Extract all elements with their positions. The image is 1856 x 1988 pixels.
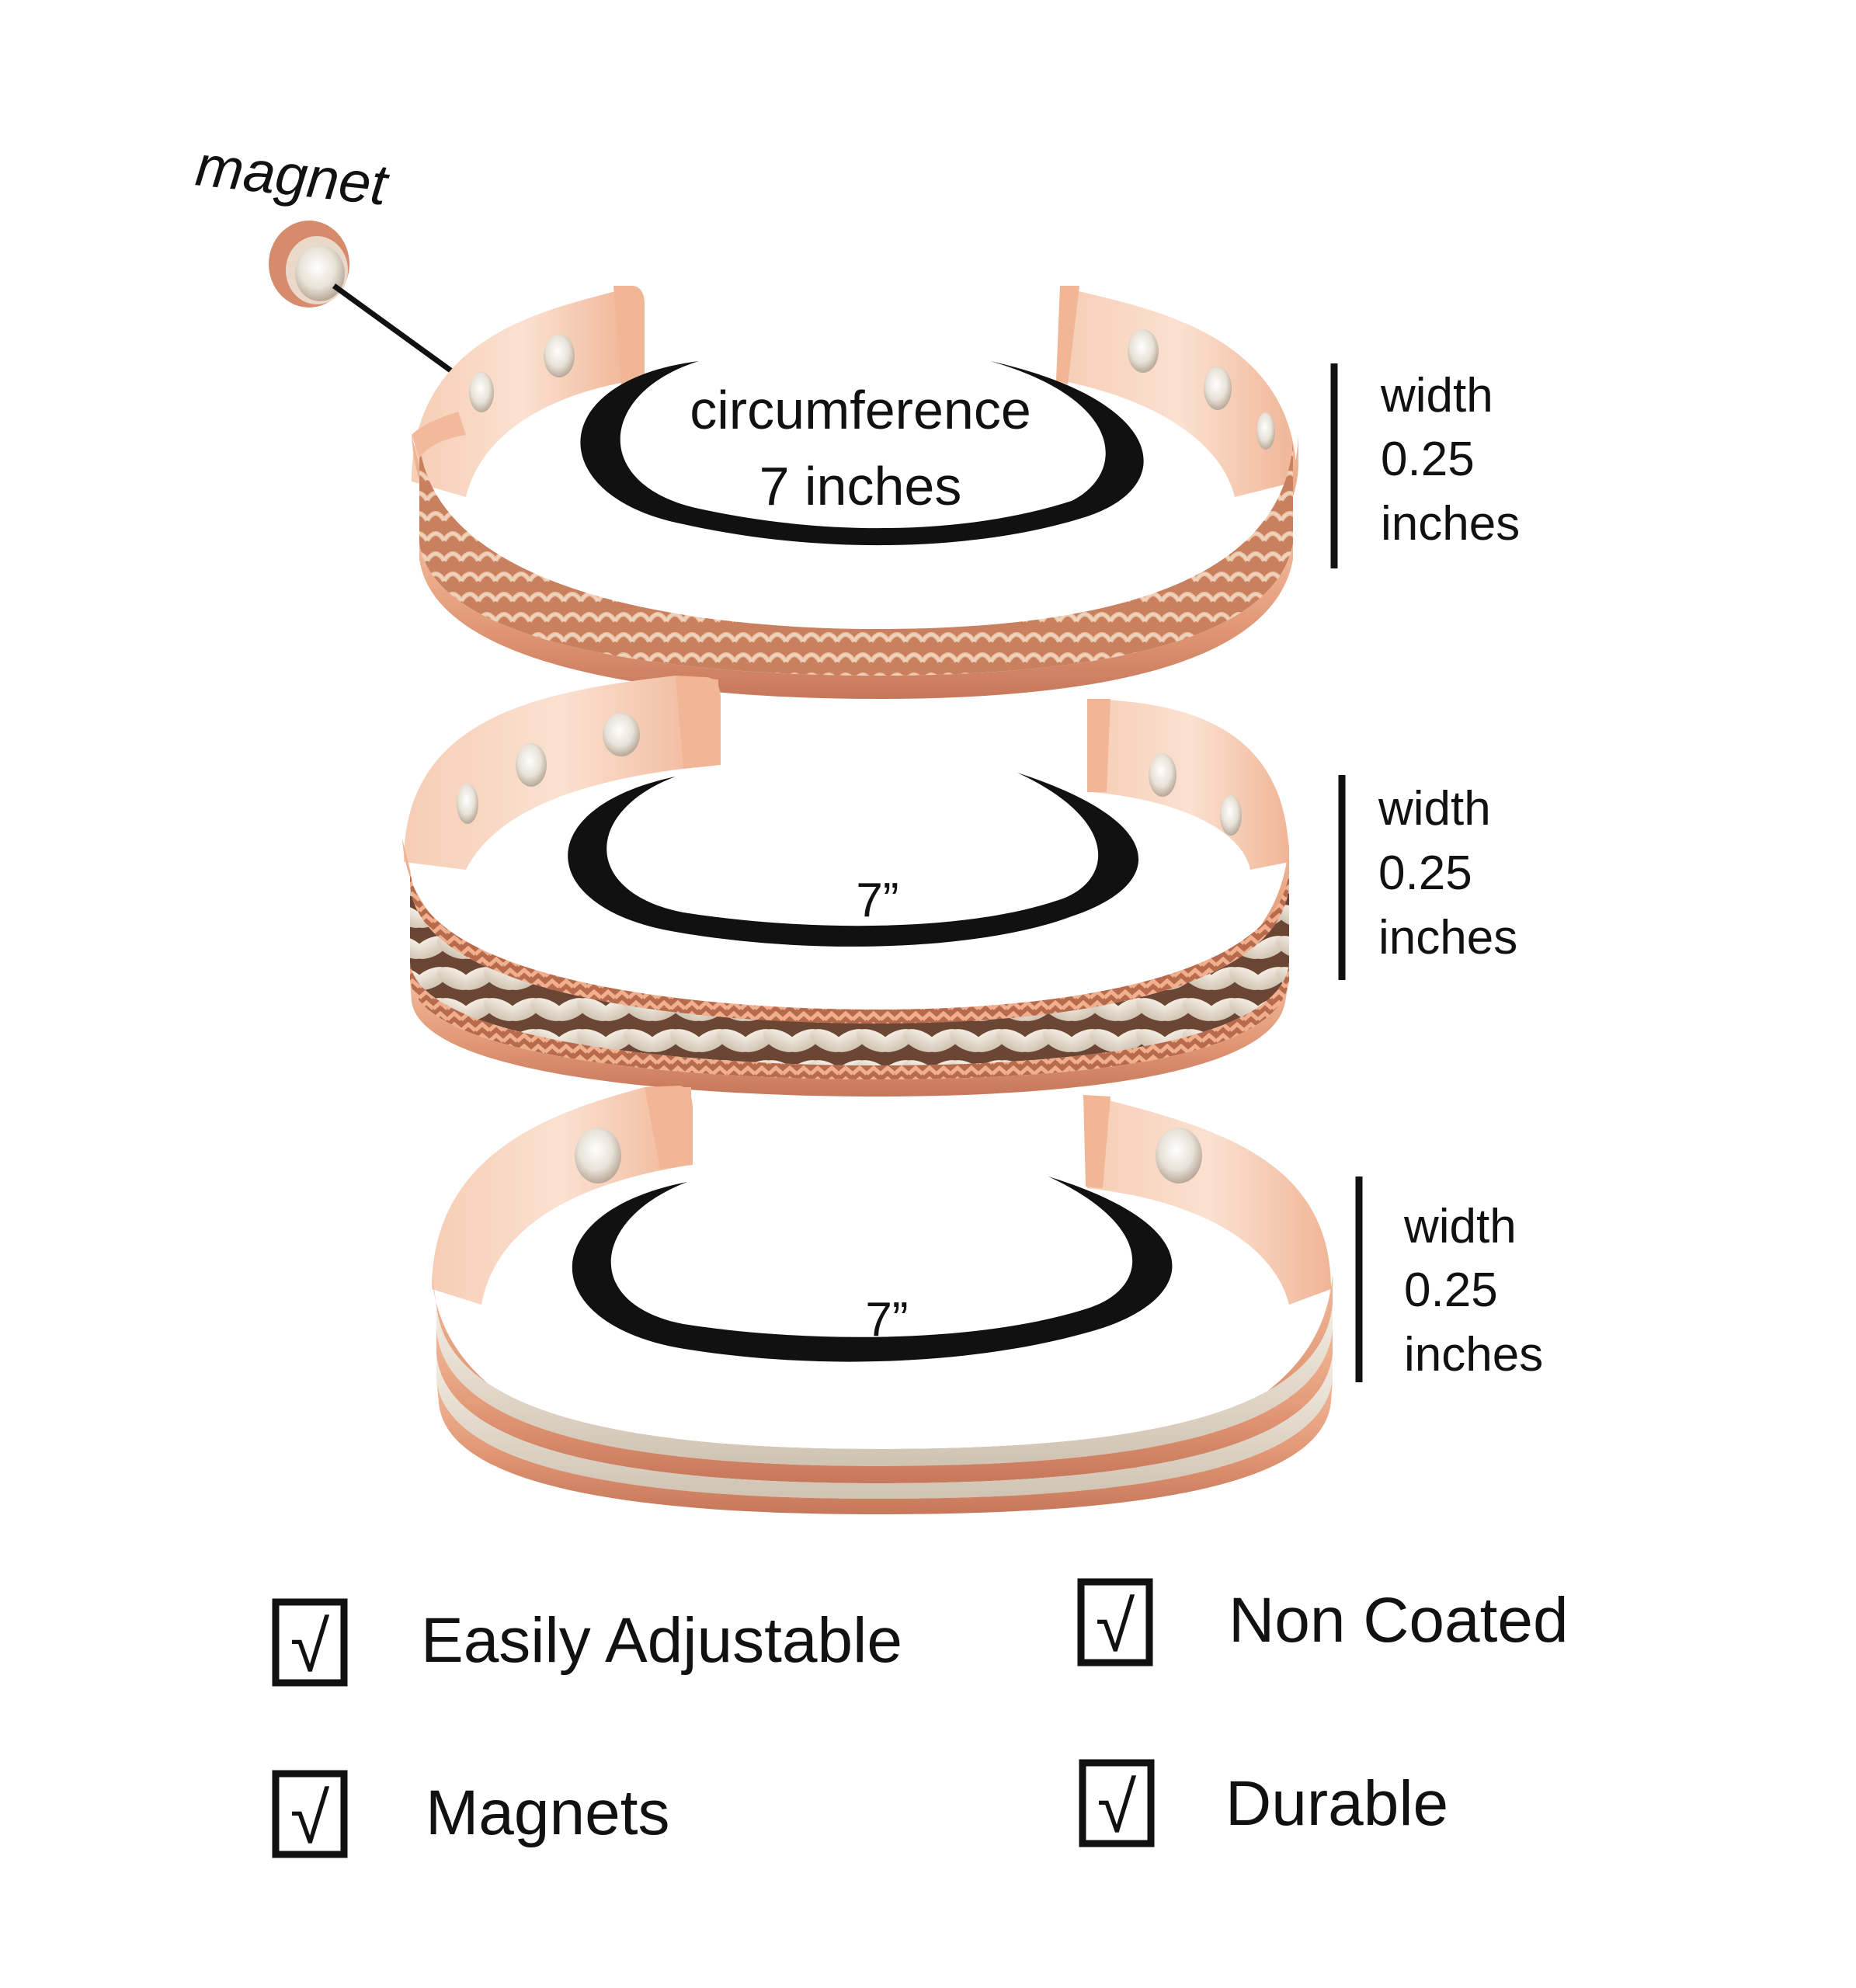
- feature-label: Non Coated: [1229, 1585, 1569, 1656]
- feature-label: Magnets: [426, 1778, 670, 1848]
- magnet-label: magnet: [193, 133, 393, 217]
- magnet-icon: [269, 221, 349, 308]
- check-mark-icon: √: [1097, 1768, 1137, 1847]
- width-label-line2: 0.25: [1404, 1263, 1498, 1317]
- bracelet-magnet-dot: [1128, 329, 1159, 373]
- bracelet-magnet-dot: [1204, 367, 1232, 410]
- checkbox-icon: [1079, 1759, 1155, 1847]
- bracelet-magnet-dot: [516, 743, 547, 787]
- bracelet-magnet-dot: [1220, 795, 1242, 836]
- bracelet-stripes-width: width 0.25 inches: [1355, 1176, 1543, 1382]
- checkbox-icon: [272, 1770, 348, 1858]
- circumference-label-line1: circumference: [690, 380, 1031, 440]
- feature-item: √ Magnets: [272, 1770, 670, 1858]
- check-mark-icon: √: [290, 1779, 330, 1858]
- checkbox-icon: [272, 1598, 348, 1687]
- feature-list: √ Easily Adjustable √ Non Coated √ Magne…: [272, 1578, 1569, 1858]
- bracelet-rope: [412, 286, 1298, 699]
- bracelet-stripes: [432, 1086, 1333, 1514]
- bracelet-magnet-dot: [1156, 1128, 1202, 1183]
- width-label-line3: inches: [1404, 1328, 1543, 1382]
- bracelet-magnet-dot: [575, 1128, 621, 1183]
- width-label-line3: inches: [1381, 497, 1520, 551]
- bracelet-rope-circumference: circumference 7 inches: [690, 380, 1031, 516]
- width-label-line1: width: [1380, 369, 1493, 422]
- bracelet-braid-circumference-label: 7”: [856, 874, 898, 927]
- width-label-line3: inches: [1378, 911, 1517, 964]
- width-label-line2: 0.25: [1378, 846, 1472, 900]
- bracelet-rope-width: width 0.25 inches: [1330, 363, 1520, 568]
- feature-label: Durable: [1225, 1768, 1448, 1839]
- bracelet-stripes-circumference-label: 7”: [865, 1293, 908, 1347]
- bracelet-braid: [402, 676, 1289, 1097]
- check-mark-icon: √: [1096, 1587, 1135, 1667]
- width-label-line1: width: [1403, 1200, 1517, 1253]
- bracelet-magnet-dot: [544, 334, 575, 377]
- width-label-line2: 0.25: [1381, 433, 1475, 486]
- bracelet-magnet-dot: [457, 784, 478, 824]
- magnet-callout: magnet: [193, 133, 478, 391]
- circumference-arc: [580, 361, 1144, 546]
- checkbox-icon: [1077, 1578, 1153, 1667]
- bracelet-magnet-dot: [1149, 753, 1177, 797]
- bracelet-magnet-dot: [469, 372, 494, 412]
- feature-item: √ Easily Adjustable: [272, 1598, 902, 1687]
- bracelet-braid-width: width 0.25 inches: [1338, 775, 1517, 980]
- circumference-arc: [568, 773, 1139, 947]
- feature-item: √ Durable: [1079, 1759, 1448, 1847]
- bracelet-magnet-dot: [603, 713, 640, 756]
- bracelet-magnet-dot: [1256, 412, 1275, 450]
- circumference-label-line2: 7 inches: [759, 456, 962, 516]
- feature-item: √ Non Coated: [1077, 1578, 1569, 1667]
- check-mark-icon: √: [290, 1607, 330, 1687]
- width-label-line1: width: [1378, 782, 1491, 836]
- feature-label: Easily Adjustable: [421, 1605, 902, 1676]
